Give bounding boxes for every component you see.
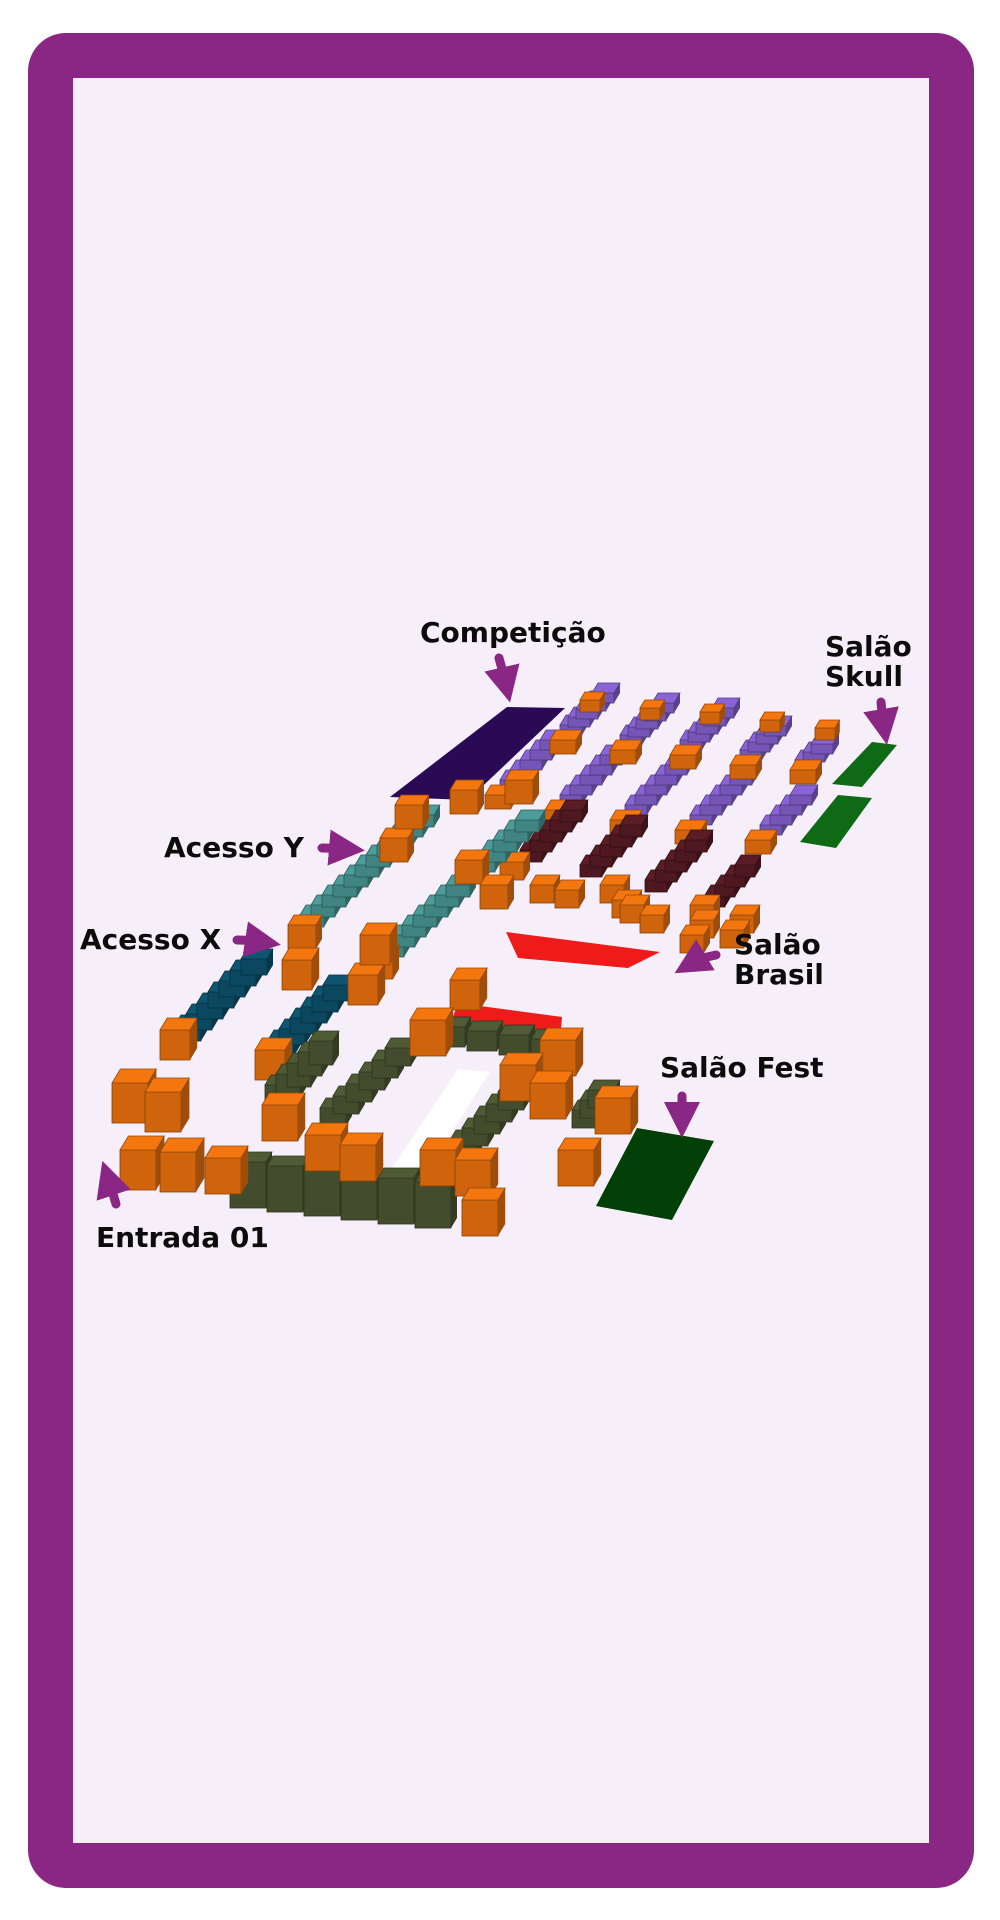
arrow-acesso-x-icon [232,921,281,958]
area-salao-brasil[interactable] [506,932,660,968]
blue-a-6[interactable] [240,948,274,976]
orange-olive-11[interactable] [557,1137,602,1187]
area-salao-skull-b[interactable] [800,795,872,848]
arrow-salao-brasil-icon [674,939,721,974]
orange-y-3[interactable] [479,874,515,910]
orange-cap-1[interactable] [609,739,643,765]
orange-x-5[interactable] [449,967,488,1011]
orange-x-0[interactable] [159,1017,198,1061]
orange-x-2[interactable] [281,947,320,991]
orange-entrada-2[interactable] [119,1135,166,1191]
orange-y-0[interactable] [287,914,323,950]
arrow-entrada-icon [96,1160,131,1209]
orange-olive-9[interactable] [204,1145,249,1195]
area-salao-skull[interactable] [832,742,897,787]
orange-top-1[interactable] [639,699,666,721]
orange-x-4[interactable] [359,922,398,966]
orange-entrada-1[interactable] [144,1077,191,1133]
red-d-3[interactable] [734,854,762,878]
olive-b-5[interactable] [384,1037,418,1067]
teal-c-5[interactable] [514,809,546,833]
orange-y-2[interactable] [454,849,490,885]
red-b-4[interactable] [619,814,649,838]
orange-top-2[interactable] [699,703,726,725]
area-competicao[interactable] [390,707,565,800]
purple-j-3[interactable] [789,784,819,806]
orange-top-3[interactable] [759,711,786,733]
orange-y-5[interactable] [394,794,430,830]
arrow-competicao-icon [484,653,520,703]
orange-entrada-3[interactable] [159,1137,206,1193]
olive-a-4[interactable] [308,1030,340,1066]
orange-brasil-2[interactable] [554,879,586,909]
orange-y-1[interactable] [379,827,415,863]
map-background [73,78,929,1843]
arrow-salao-skull-icon [863,697,899,745]
orange-olive-6[interactable] [539,1027,584,1077]
orange-cap-0[interactable] [549,729,583,755]
orange-top-0[interactable] [579,691,606,713]
orange-cap-4[interactable] [789,759,823,785]
orange-olive-0[interactable] [261,1092,306,1142]
orange-olive-2[interactable] [339,1132,384,1182]
red-a-4[interactable] [559,799,589,823]
label-competicao: Competição [420,616,606,649]
area-salao-fest[interactable] [596,1128,714,1220]
arrow-acesso-y-icon [317,829,365,866]
label-entrada-01: Entrada 01 [96,1221,269,1254]
orange-brasil-11[interactable] [679,924,711,954]
red-c-4[interactable] [684,829,714,853]
arrows [96,653,899,1209]
olive-d-1[interactable] [466,1020,504,1052]
orange-cap-9[interactable] [744,829,778,855]
orange-brasil-6[interactable] [639,904,671,934]
orange-top-4[interactable] [814,719,841,741]
orange-olive-7[interactable] [499,1052,544,1102]
orange-olive-5[interactable] [409,1007,454,1057]
orange-brasil-10[interactable] [719,919,751,949]
label-acesso-x: Acesso X [80,923,222,956]
orange-olive-10[interactable] [461,1187,506,1237]
orange-cap-2[interactable] [669,744,703,770]
walkway-center [384,1069,490,1185]
label-salao-fest: Salão Fest [660,1051,824,1084]
orange-olive-12[interactable] [594,1085,639,1135]
olive-d-2[interactable] [498,1024,536,1056]
booth-blocks [111,682,841,1237]
olive-bottom-4[interactable] [377,1167,421,1225]
orange-x-3[interactable] [347,962,386,1006]
orange-y-7[interactable] [504,769,540,805]
orange-olive-8[interactable] [529,1070,574,1120]
olive-bottom-1[interactable] [266,1155,310,1213]
label-acesso-y: Acesso Y [164,831,304,864]
orange-y-6[interactable] [449,779,485,815]
orange-cap-3[interactable] [729,754,763,780]
